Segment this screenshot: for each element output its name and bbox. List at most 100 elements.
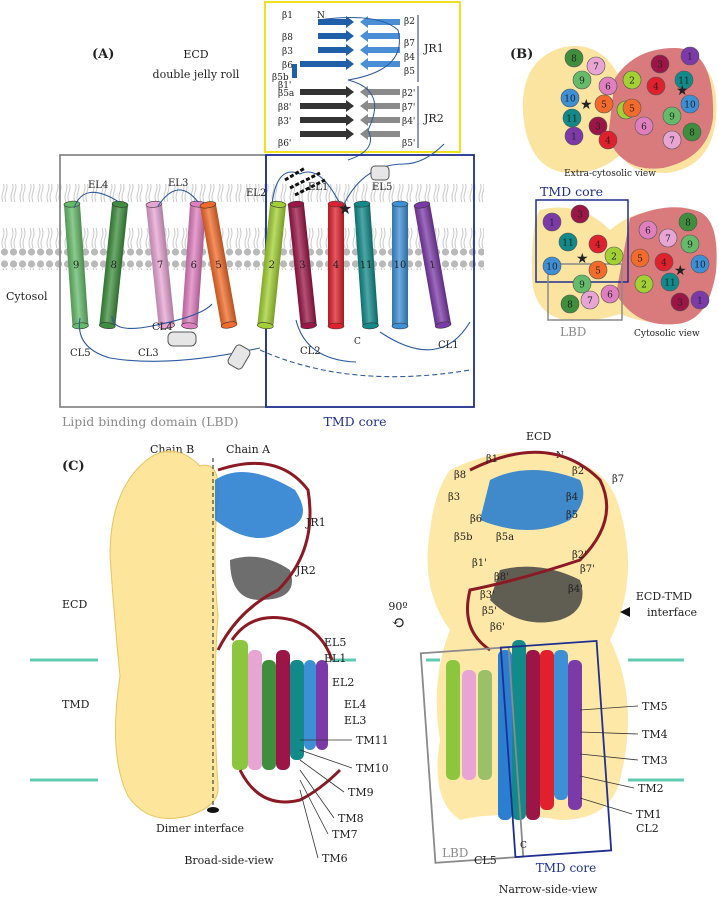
- dimer-interface-label: Dimer interface: [156, 822, 244, 835]
- helix-circle-9: 9: [662, 106, 682, 126]
- c-strand-label: β5b: [454, 532, 473, 543]
- c-strand-label: β2: [572, 466, 584, 477]
- b-tmd-core-label: TMD core: [540, 184, 603, 199]
- helix-circle-10: 10: [690, 254, 710, 274]
- c-tm-label: TM7: [332, 828, 358, 841]
- c-loop-label: EL4: [344, 698, 366, 711]
- jr2-strand-label: β1': [278, 81, 291, 91]
- cytosol-label: Cytosol: [6, 290, 48, 303]
- loop-label-cl4: CL4: [152, 322, 173, 333]
- c-strand-label: β6': [490, 622, 505, 633]
- jr1-c-label: JR1: [305, 516, 326, 529]
- c-strand-label: β6: [470, 514, 482, 525]
- leader-line: [299, 759, 345, 793]
- helix-8: 8: [99, 200, 129, 330]
- jr1-strand-label: β5a: [278, 89, 295, 99]
- cl5-helix: [227, 344, 251, 370]
- b-lbd-label: LBD: [560, 325, 586, 339]
- helix-label: 11: [360, 260, 373, 272]
- helix-circle-label: 10: [684, 101, 696, 111]
- ecd-left-label: ECD: [62, 598, 87, 611]
- jr2-strand-label: β7': [402, 103, 415, 113]
- c-tm-label: TM8: [338, 812, 364, 825]
- jr2-label: JR2: [423, 112, 444, 125]
- helix-circle-5: 5: [594, 94, 614, 114]
- panel-c: (C) Chain B Chain A Dimer interface Broa…: [30, 430, 697, 896]
- loop-label-cl2: CL2: [300, 346, 321, 357]
- rotation-icon: ⟲: [391, 613, 404, 632]
- helix-circle-11: 11: [558, 232, 578, 252]
- jr2-c-label: JR2: [295, 564, 316, 577]
- interface-line2: interface: [647, 606, 697, 619]
- panel-a-label: (A): [92, 47, 114, 62]
- helix-circle-4: 4: [598, 130, 618, 150]
- helix-circle-label: 7: [587, 297, 593, 307]
- helix-label: 2: [268, 260, 275, 272]
- b-lbd-box: [547, 263, 623, 321]
- c-lbd-label: LBD: [442, 846, 468, 860]
- helix-3: 3: [287, 200, 317, 330]
- narrow-cartoon: [446, 450, 609, 820]
- helix-circle-8: 8: [564, 48, 584, 68]
- c-strand-label: β3: [448, 492, 460, 503]
- c-loop-label: EL1: [324, 652, 346, 665]
- cl2-label: CL2: [636, 822, 659, 835]
- c-tmd-core-label: TMD core: [536, 861, 597, 875]
- jr1-strand-label: β5: [404, 67, 415, 77]
- jr1-strand-label: β6: [282, 61, 293, 71]
- c-tm-label: TM1: [636, 808, 662, 821]
- helix-circle-label: 5: [629, 105, 635, 115]
- helix-circle-1: 1: [680, 46, 700, 66]
- c-strand-label: β5: [566, 510, 578, 521]
- helix-circle-label: 7: [665, 235, 671, 245]
- interface-line1: ECD-TMD: [636, 590, 692, 603]
- helix-circle-8: 8: [560, 294, 580, 314]
- c-strand-label: β4: [566, 492, 578, 503]
- helix-10: 10: [391, 200, 409, 330]
- c-strand-label: β2': [572, 550, 587, 561]
- c-strand-label: β7': [580, 564, 595, 575]
- panel-c-label: (C): [62, 459, 85, 474]
- beta-strand-arrow: [318, 44, 354, 56]
- helix-circle-11: 11: [660, 272, 680, 292]
- jr2-strand-label: β3': [278, 117, 291, 127]
- star-marker: ★: [676, 83, 689, 99]
- el5-helix: [370, 165, 390, 181]
- helix-circle-11: 11: [674, 70, 694, 90]
- helix-circle-10: 10: [680, 94, 700, 114]
- ecd-title-line2: double jelly roll: [153, 68, 240, 81]
- loop-label-el1: EL1: [308, 182, 328, 193]
- leader-line: [579, 731, 639, 735]
- helix-circle-label: 8: [685, 219, 691, 229]
- helix-2: 2: [257, 200, 287, 330]
- star-marker: ★: [576, 251, 589, 267]
- c-strand-label: β1': [472, 558, 487, 569]
- helix-circle-3: 3: [588, 116, 608, 136]
- jr2-strand-label: β2': [402, 89, 415, 99]
- c-tmd-core-box: [499, 639, 613, 859]
- helix-circle-1: 1: [542, 212, 562, 232]
- ecd-n-terminus: N: [317, 11, 325, 21]
- beta-strand-arrow: [360, 86, 400, 98]
- star-marker: ★: [580, 97, 593, 113]
- tmd-core-label: TMD core: [323, 414, 386, 429]
- dimer-axis-symbol: [207, 807, 219, 813]
- b-top-circles: 87961051131243111421059678★★: [560, 46, 702, 150]
- helix-circle-8: 8: [678, 212, 698, 232]
- helix-circle-label: 4: [661, 259, 667, 269]
- c-tm-label: TM6: [322, 852, 348, 865]
- ecd-right-label: ECD: [526, 430, 551, 443]
- helix-circle-label: 4: [595, 241, 601, 251]
- loop-label-cl5: CL5: [70, 348, 91, 359]
- panel-a: (A) ECD double jelly roll Cytosol JR1 JR…: [0, 1, 484, 429]
- narrow-view-label: Narrow-side-view: [499, 883, 598, 896]
- helix-circle-label: 1: [697, 297, 703, 307]
- cl4-helix: [167, 331, 197, 347]
- helix-circle-label: 1: [687, 53, 693, 63]
- leader-line: [299, 789, 319, 859]
- helix-7: 7: [145, 200, 175, 330]
- helix-circle-label: 10: [694, 261, 706, 271]
